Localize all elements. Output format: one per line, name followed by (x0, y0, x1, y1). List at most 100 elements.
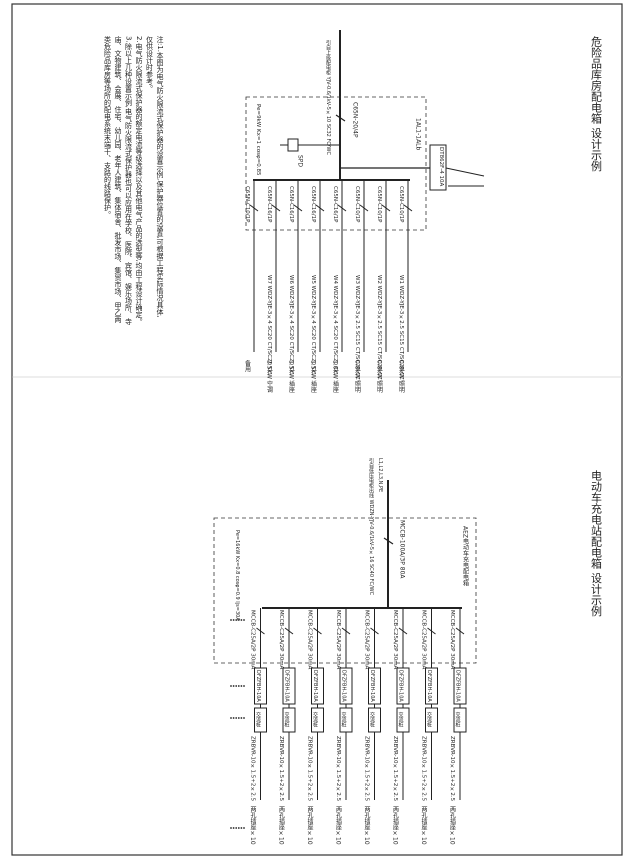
bottom-unit: 交流桩 (255, 711, 261, 728)
continuation-dot (230, 827, 232, 829)
top-circuit-breaker: C65N-C10/1P (376, 186, 382, 223)
top-spd-label: SPD (297, 155, 304, 167)
bottom-circuit-breaker-symbol (398, 627, 408, 635)
continuation-dot (237, 685, 240, 687)
note-line: 注:1.本图为电气防火限流式保护器的设置示例,保护器位置的设置,可根据工程实际情… (156, 35, 164, 318)
bottom-protector: DFZFBH-10A (255, 670, 261, 702)
bottom-circuit-load: 两孔插座×10 (278, 806, 285, 845)
bottom-circuit-load: 两孔插座×10 (449, 806, 456, 845)
continuation-dot (230, 619, 232, 621)
continuation-dot (237, 717, 240, 719)
continuation-dot (235, 827, 238, 829)
top-circuit-breaker-symbol (271, 204, 281, 212)
bottom-incoming-note2: L1,L2,L3,N,PE (377, 458, 383, 492)
bottom-protector-box (453, 667, 467, 705)
bottom-circuit-cable: ZRBVR-10×1.5+2×2.5 (278, 736, 284, 802)
bottom-protector-box (368, 667, 381, 705)
top-circuit-breaker: C65N-C16/1P (310, 186, 316, 223)
bottom-unit-box (282, 707, 296, 733)
top-meter-box (429, 144, 447, 191)
bottom-circuit-load: 两孔插座×10 (249, 806, 256, 845)
top-circuit-cable: W3 WDZ-YJE-3×2.5 SC15 CT/SC20 CC (354, 275, 360, 380)
continuation-dot (232, 827, 235, 829)
bottom-unit-box (339, 707, 353, 733)
bottom-unit: 交流桩 (312, 711, 318, 728)
bottom-title: 电动车充电站配电箱 设计示例 (590, 470, 603, 617)
top-circuit-load: 0.8kW 照明 (376, 360, 383, 394)
top-circuit-breaker: C65N-C16/1P (266, 186, 272, 223)
bottom-protector-box (339, 667, 353, 705)
top-circuit-load: 0.8kW 照明 (354, 360, 361, 394)
continuation-dot (232, 619, 235, 621)
continuation-dot (235, 717, 238, 719)
top-circuit-cable: W6 WDZ-YJE-3×4 SC20 CT/SC20 CC (288, 275, 294, 375)
bottom-circuit-load: 两孔插座×10 (335, 806, 342, 845)
continuation-dot (243, 827, 245, 829)
continuation-dot (240, 827, 243, 829)
bottom-unit-box (425, 707, 438, 733)
top-circuit-cable: W7 WDZ-YJE-3×4 SC20 CT/SC20 CC (266, 275, 272, 375)
note-line: 3.除以上几种设置示例,电气防火限流式保护器也可以应用在学校、医院、宾馆、娱乐场… (125, 36, 133, 325)
note-line: 庙、文物建筑、会展、住宅、幼儿园、老年人建筑、集体宿舍、批发市场、集贸市场、甲乙… (114, 35, 122, 323)
bottom-protector: DFZFBH-10A (312, 670, 318, 702)
bottom-unit: 交流桩 (426, 711, 432, 728)
bottom-circuit-cable: ZRBVR-10×1.5+2×2.5 (421, 736, 427, 802)
bottom-circuit-breaker: MCCB-C25A/2P 30mA (364, 610, 370, 670)
bottom-circuit-cable: ZRBVR-10×1.5+2×2.5 (335, 736, 341, 802)
bottom-circuit-breaker-symbol (341, 627, 351, 635)
top-circuit-load: 1.0kW 插座 (332, 360, 339, 394)
top-circuit-breaker: C65N-C10/1P (354, 186, 360, 223)
continuation-dot (230, 717, 232, 719)
bottom-circuit-breaker-symbol (256, 627, 265, 635)
top-circuit-load: 0.8kW 照明 (398, 360, 405, 394)
bottom-circuit-load: 两孔插座×10 (363, 806, 370, 845)
bottom-incoming-note: 引自低压电柜出线 WDZN-YJV-0.6/1kV-5×16 SC40 FC/W… (368, 457, 374, 595)
bottom-unit-box (396, 707, 410, 733)
bottom-circuit-load: 两孔插座×10 (420, 806, 427, 845)
bottom-unit: 交流桩 (455, 711, 461, 728)
top-circuit-cable: W2 WDZ-YJE-3×2.5 SC15 CT/SC20 CC (376, 275, 382, 380)
bottom-circuit-group: MCCB-C25A/2P 30mADFZFBH-10A交流桩ZRBVR-10×1… (249, 608, 467, 845)
bottom-unit-box (311, 707, 324, 733)
bottom-protector: DFZFBH-10A (455, 670, 461, 702)
bottom-panel-label: AEZ电动车充电配电箱 (462, 526, 469, 587)
top-circuit-breaker-symbol (315, 204, 325, 212)
bottom-circuit-breaker: MCCB-C25A/2P 30mA (421, 610, 427, 670)
continuation-dot (240, 717, 243, 719)
bottom-circuit-load: 两孔插座×10 (306, 806, 313, 845)
bottom-protector-box (254, 667, 267, 705)
top-circuit-cable: W5 WDZ-YJE-3×4 SC20 CT/SC20 CC (310, 275, 316, 375)
bottom-circuit-breaker: MCCB-C25A/2P 30mA (449, 610, 455, 670)
bottom-protector-box (396, 667, 410, 705)
top-panel-power: Pe=9kW Kx=1 cosφ=0.85 (255, 104, 261, 176)
continuation-dot (237, 619, 240, 621)
top-circuit-cable: W1 WDZ-YJE-3×2.5 SC15 CT/SC20 CC (398, 275, 404, 380)
continuation-dot (230, 685, 232, 687)
bottom-protector-box (311, 667, 324, 705)
bottom-protector-box (282, 667, 296, 705)
bottom-circuit-cable: ZRBVR-10×1.5+2×2.5 (449, 736, 455, 802)
bottom-protector: DFZFBH-10A (341, 670, 347, 702)
top-circuit-breaker-symbol (337, 204, 347, 212)
note-line: 类危险品库房等场所的配电系统末端干、支路的线路保护。 (104, 35, 112, 218)
bottom-circuit-cable: ZRBVR-10×1.5+2×2.5 (250, 736, 256, 802)
bottom-protector: DFZFBH-10A (369, 670, 375, 702)
continuation-dot (235, 685, 238, 687)
bottom-main-breaker: MCCB-100A/3P 80A (399, 520, 406, 579)
bottom-circuit-cable: ZRBVR-10×1.5+2×2.5 (392, 736, 398, 802)
top-main-breaker-symbol (335, 114, 346, 122)
top-circuit-breaker: C65N-C10/1P (244, 186, 250, 223)
bottom-unit: 交流桩 (284, 711, 290, 728)
continuation-dot (232, 717, 235, 719)
top-meter-label: DT862F-4 10A (438, 147, 444, 186)
top-panel-label: 1AL1-1ALb (415, 118, 422, 151)
continuation-dots (230, 619, 245, 829)
sheet-frame (11, 3, 623, 856)
continuation-dot (243, 619, 245, 621)
top-circuit-cable: W4 WDZ-YJE-3×4 SC20 CT/SC20 CC (332, 275, 338, 375)
continuation-dot (232, 685, 235, 687)
top-circuit-breaker-symbol (359, 204, 369, 212)
bottom-circuit-breaker: MCCB-C25A/2P 30mA (392, 610, 398, 670)
top-circuit-load: 1.5kW 插座 (310, 360, 317, 394)
top-meter-out (445, 167, 485, 177)
